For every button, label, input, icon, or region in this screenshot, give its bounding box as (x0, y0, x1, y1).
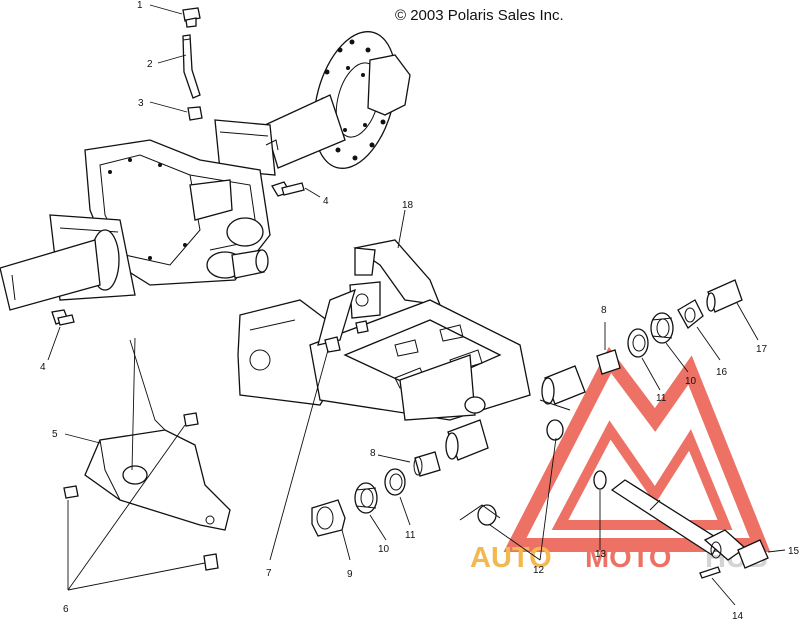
part-6-bolt-a (63, 485, 79, 499)
callout-3: 3 (138, 98, 144, 109)
part-14-pin (699, 566, 721, 579)
part-17-cap (706, 279, 743, 313)
watermark-moto: MOTO (585, 542, 671, 574)
part-6-bolt-b (183, 412, 199, 427)
part-12-washer (477, 419, 564, 526)
part-6-bolt-c (203, 553, 219, 571)
callout-1: 1 (137, 0, 143, 11)
axle-tube-right (214, 94, 346, 176)
callout-13: 13 (595, 549, 607, 560)
part-11-race-upper (627, 328, 649, 358)
callout-18: 18 (402, 200, 414, 211)
leader-lines (47, 4, 786, 606)
part-11-race-lower (384, 468, 406, 496)
part-7-nut (324, 336, 341, 353)
part-18-mount-bracket (349, 239, 442, 319)
part-10-bearing-upper (650, 312, 674, 344)
part-13-snap-ring (593, 470, 607, 490)
part-2-vent-hose (182, 34, 201, 99)
part-8-bushing-lower (413, 451, 441, 477)
part-16-nut (677, 299, 704, 329)
callout-17: 17 (756, 344, 768, 355)
callout-8-upper: 8 (601, 305, 607, 316)
callout-2: 2 (147, 59, 153, 70)
callout-9: 9 (347, 569, 353, 580)
part-3-nut (187, 106, 203, 121)
callout-5: 5 (52, 429, 58, 440)
callout-6: 6 (63, 604, 69, 615)
watermark-auto: AUTO (470, 542, 552, 574)
part-15-pivot-cap (737, 539, 769, 569)
watermark-triangle-inner (551, 420, 733, 530)
callout-7: 7 (266, 568, 272, 579)
callout-11-upper: 11 (656, 393, 667, 404)
part-4-bolt-upper (271, 181, 305, 197)
part-4-bolt-lower (51, 309, 75, 326)
callout-12: 12 (533, 565, 545, 576)
swing-arm-bushing-left (445, 419, 489, 461)
swing-arm-frame (309, 288, 531, 421)
callout-10-upper: 10 (685, 376, 697, 387)
callout-11-lower: 11 (405, 530, 416, 541)
part-8-bushing-upper (596, 349, 621, 375)
callout-14: 14 (732, 611, 744, 619)
brake-disc (313, 31, 411, 169)
swing-arm-bushing-right (541, 365, 586, 405)
callout-4-upper: 4 (323, 196, 329, 207)
callout-labels: 1 2 3 4 4 5 6 7 8 8 9 10 10 11 11 12 13 … (40, 0, 800, 619)
part-10-bearing-lower (354, 482, 378, 514)
part-5-skid-plate (84, 429, 231, 531)
part-9-pivot-bolt (311, 499, 346, 537)
callout-4-lower: 4 (40, 362, 46, 373)
callout-8-lower: 8 (370, 448, 376, 459)
callout-10-lower: 10 (378, 544, 390, 555)
axle-tube-left (0, 214, 136, 311)
part-1-bolt (182, 7, 201, 28)
swing-arm-nut-upper (355, 320, 369, 334)
callout-16: 16 (716, 367, 728, 378)
callout-15: 15 (788, 546, 800, 557)
copyright-notice: © 2003 Polaris Sales Inc. (395, 7, 564, 24)
